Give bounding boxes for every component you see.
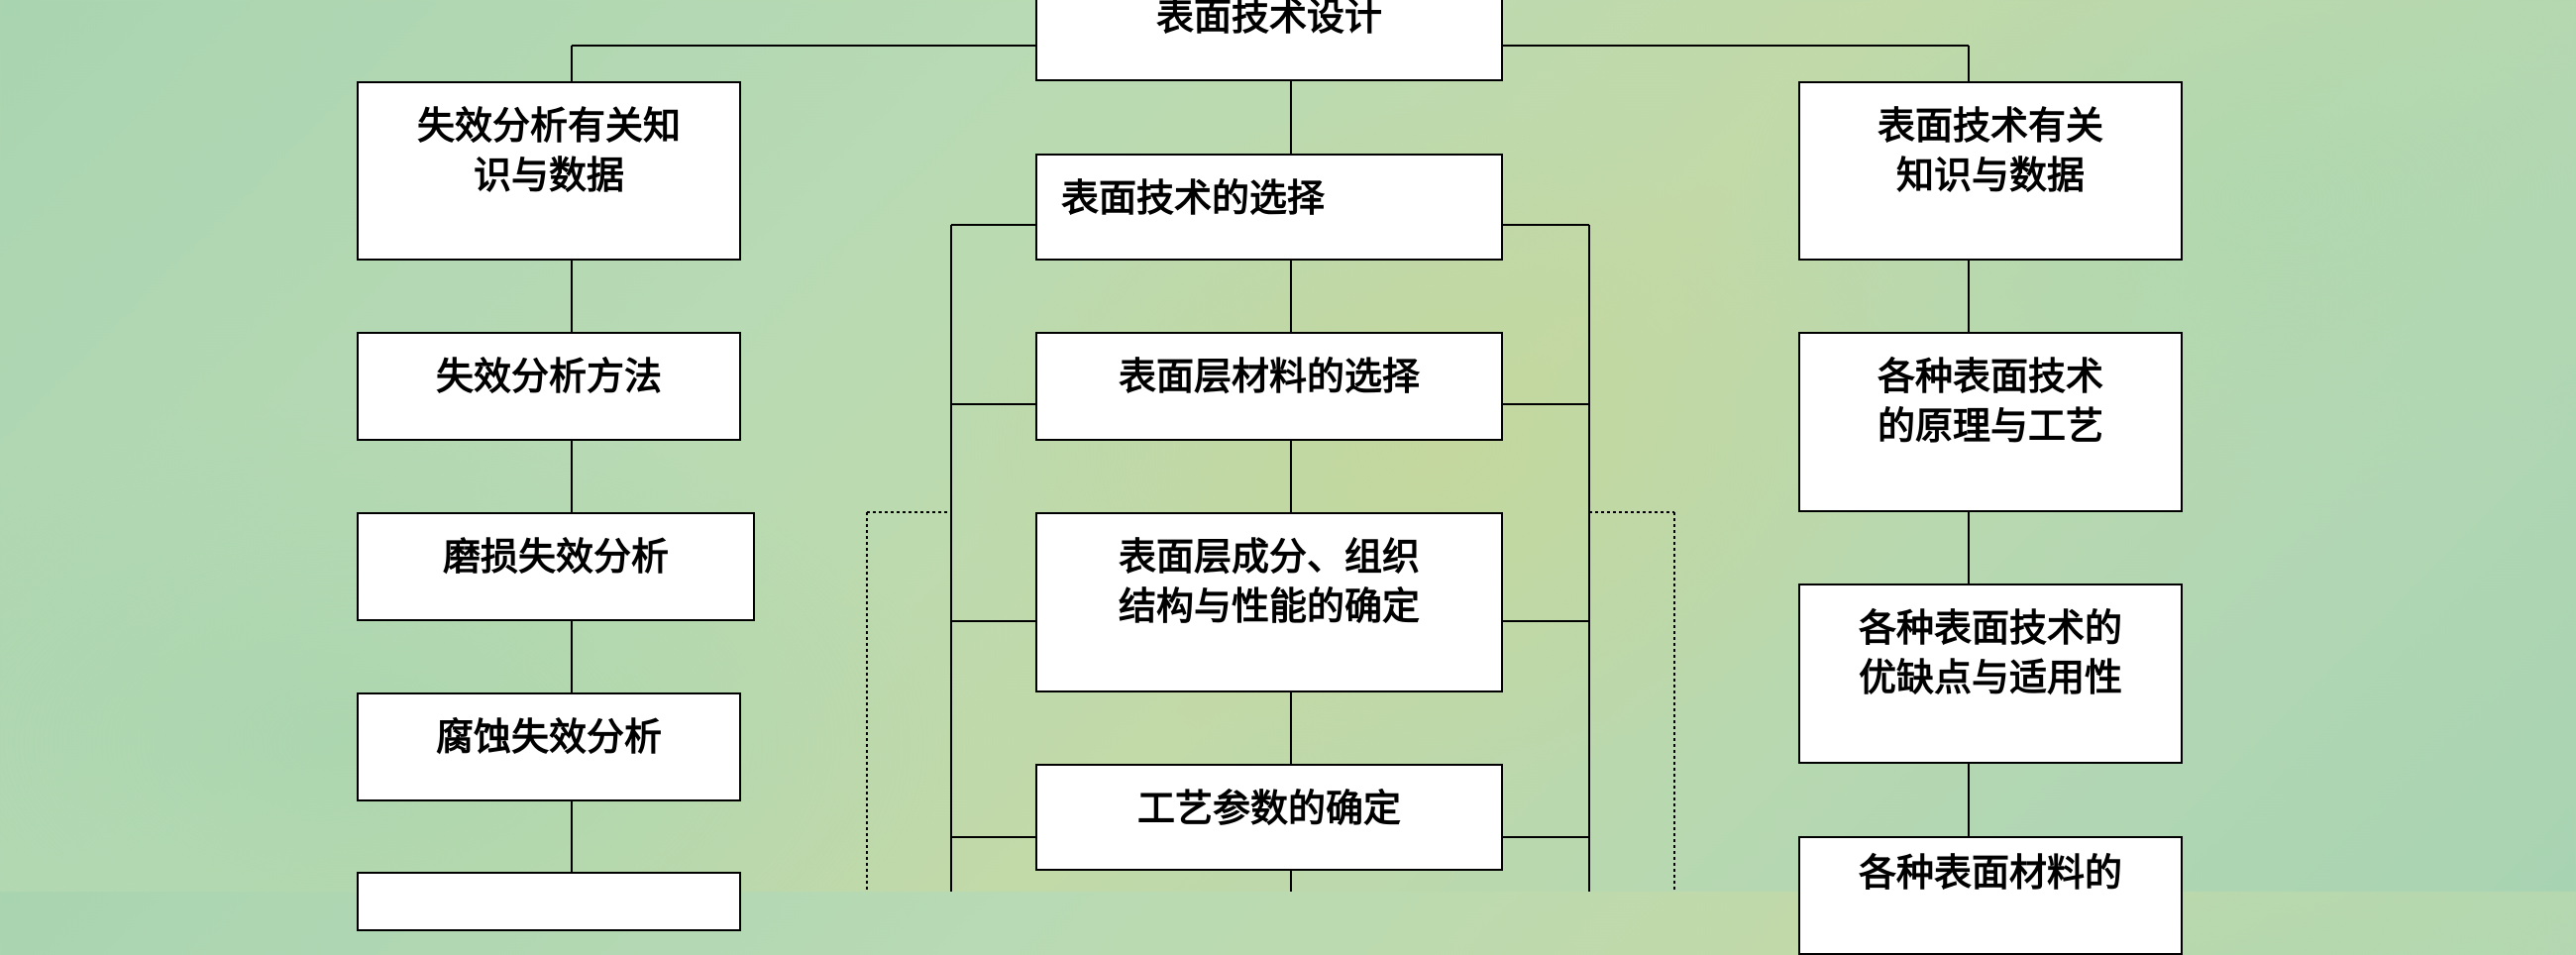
failure-method-node: 失效分析方法 bbox=[357, 332, 741, 441]
principles-node: 各种表面技术 的原理与工艺 bbox=[1798, 332, 2183, 512]
tech-knowledge-node: 表面技术有关 知识与数据 bbox=[1798, 81, 2183, 261]
failure-node-partial bbox=[357, 872, 741, 931]
failure-knowledge-node: 失效分析有关知 识与数据 bbox=[357, 81, 741, 261]
wear-failure-node: 磨损失效分析 bbox=[357, 512, 755, 621]
corrosion-failure-node: 腐蚀失效分析 bbox=[357, 692, 741, 801]
root-node: 表面技术设计 bbox=[1035, 0, 1503, 81]
tech-selection-node: 表面技术的选择 bbox=[1035, 154, 1503, 261]
pros-cons-node: 各种表面技术的 优缺点与适用性 bbox=[1798, 584, 2183, 764]
connector-lines bbox=[571, 45, 1970, 892]
process-params-node: 工艺参数的确定 bbox=[1035, 764, 1503, 871]
material-selection-node: 表面层材料的选择 bbox=[1035, 332, 1503, 441]
materials-node: 各种表面材料的 bbox=[1798, 836, 2183, 955]
flowchart: 表面技术设计 表面技术的选择 表面层材料的选择 表面层成分、组织 结构与性能的确… bbox=[357, 0, 2183, 955]
composition-node: 表面层成分、组织 结构与性能的确定 bbox=[1035, 512, 1503, 692]
